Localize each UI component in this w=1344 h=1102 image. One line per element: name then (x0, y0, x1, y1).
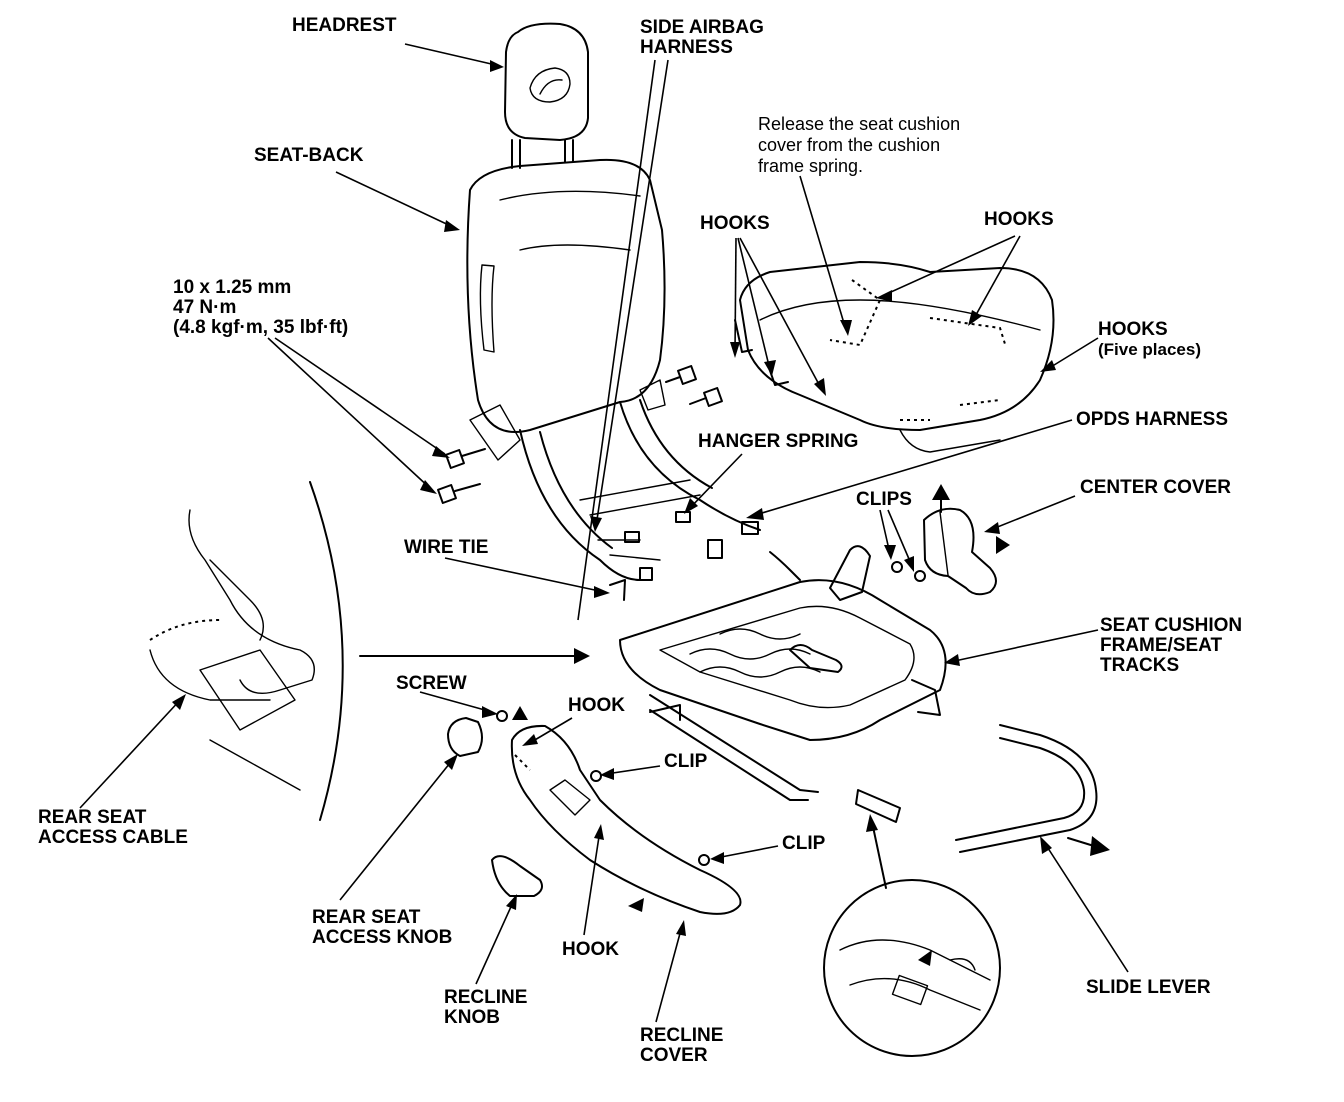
rear-seat-access-knob-part (447, 717, 483, 757)
rear-seat-cable-detail (149, 481, 344, 821)
recline-cover-part (510, 724, 742, 915)
opds-harness-label: OPDS HARNESS (1076, 409, 1229, 430)
clip-parts (590, 770, 710, 912)
seat-cushion-frame-label: SEAT CUSHION FRAME/SEAT TRACKS (1100, 615, 1243, 676)
hanger-spring-label: HANGER SPRING (698, 431, 859, 452)
harness-connectors (609, 511, 801, 601)
seat-back-label: SEAT-BACK (254, 145, 364, 166)
bolt-lower (437, 483, 481, 504)
clip-bottom-label: CLIP (782, 833, 826, 854)
rear-seat-access-cable-label: REAR SEAT ACCESS CABLE (38, 807, 188, 848)
slide-lever-detail (823, 879, 1001, 1057)
recline-knob-label: RECLINE KNOB (444, 987, 528, 1028)
headrest-label: HEADREST (292, 15, 397, 36)
hooks-left-label: HOOKS (700, 213, 770, 234)
bolt-right-2 (689, 387, 723, 407)
hook-bottom-label: HOOK (562, 939, 619, 960)
headrest-part (504, 22, 589, 169)
bolt-spec-label: 10 x 1.25 mm 47 N·m (4.8 kgf·m, 35 lbf·f… (173, 277, 349, 338)
hooks-five-places-label: HOOKS (Five places) (1098, 319, 1201, 360)
side-airbag-harness-label: SIDE AIRBAG HARNESS (640, 17, 764, 58)
bolt-upper (445, 448, 486, 469)
recline-knob-part (491, 855, 543, 897)
seat-cushion-frame-part (619, 545, 947, 801)
clips-label: CLIPS (856, 489, 912, 510)
rear-seat-access-knob-label: REAR SEAT ACCESS KNOB (312, 907, 453, 948)
wire-tie-label: WIRE TIE (404, 537, 489, 558)
center-cover-label: CENTER COVER (1080, 477, 1231, 498)
bolt-right-1 (665, 365, 697, 385)
clips-part (891, 561, 926, 582)
slide-lever-label: SLIDE LEVER (1086, 977, 1211, 998)
screw-part (496, 706, 528, 722)
slide-lever-part (855, 724, 1110, 856)
leader-lines (79, 43, 1129, 1023)
screw-label: SCREW (396, 673, 467, 694)
hook-top-label: HOOK (568, 695, 625, 716)
seat-back-part (466, 158, 761, 581)
seat-cushion-part (734, 261, 1055, 453)
release-note: Release the seat cushion cover from the … (758, 114, 961, 176)
center-cover-part (923, 484, 1010, 596)
recline-cover-label: RECLINE COVER (640, 1025, 724, 1066)
clip-top-label: CLIP (664, 751, 708, 772)
hooks-right-label: HOOKS (984, 209, 1054, 230)
